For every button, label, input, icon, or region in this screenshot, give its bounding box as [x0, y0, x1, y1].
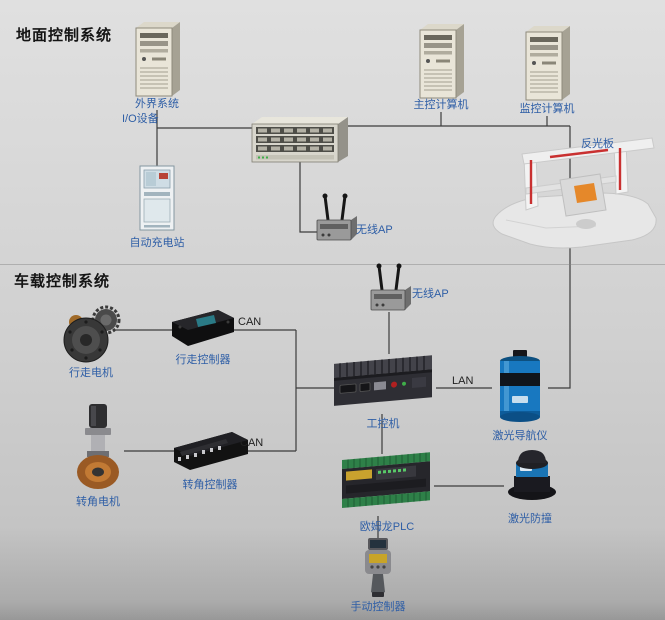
reflector-label: 反光板	[581, 138, 614, 150]
section-title-ground: 地面控制系统	[16, 27, 113, 44]
external-system-computer-icon	[128, 20, 186, 98]
travel-motor-icon	[60, 302, 122, 364]
gantry-machine-reflector-icon	[486, 128, 664, 256]
laser-navigator-label: 激光导航仪	[492, 430, 548, 442]
monitor-computer-label: 监控计算机	[519, 103, 575, 115]
industrial-pc-icon	[330, 352, 436, 416]
industrial-pc-label: 工控机	[366, 418, 400, 430]
external-system-label: 外界系统	[135, 98, 179, 110]
rack-io-device-icon	[248, 112, 352, 164]
steering-controller-label: 转角控制器	[182, 479, 238, 491]
wireless-ap-2-icon	[366, 260, 416, 314]
travel-controller-label: 行走控制器	[175, 354, 231, 366]
manual-controller-label: 手动控制器	[350, 601, 406, 613]
lan-label: LAN	[452, 375, 474, 387]
section-title-vehicle: 车载控制系统	[14, 273, 111, 290]
steering-motor-icon	[72, 402, 124, 492]
travel-controller-icon	[170, 306, 236, 350]
charging-station-icon	[133, 164, 181, 234]
laser-navigator-icon	[492, 348, 548, 428]
wireless-ap-1-icon	[312, 190, 362, 244]
omron-plc-icon	[340, 450, 434, 518]
io-device-label: I/O设备	[122, 113, 159, 125]
main-computer-icon	[412, 22, 470, 100]
main-computer-label: 主控计算机	[413, 99, 469, 111]
laser-anticollision-icon	[504, 448, 560, 508]
can-label-1: CAN	[238, 316, 262, 328]
omron-plc-label: 欧姆龙PLC	[359, 521, 415, 533]
can-label-2: CAN	[240, 437, 264, 449]
steering-controller-icon	[172, 428, 250, 474]
travel-motor-label: 行走电机	[69, 367, 113, 379]
charging-station-label: 自动充电站	[129, 237, 185, 249]
manual-controller-icon	[356, 536, 400, 600]
wireless-ap-2-label: 无线AP	[412, 288, 449, 300]
steering-motor-label: 转角电机	[76, 496, 120, 508]
section-divider	[0, 264, 665, 265]
monitor-computer-icon	[518, 24, 576, 102]
laser-anticollision-label: 激光防撞	[508, 513, 552, 525]
wireless-ap-1-label: 无线AP	[356, 224, 393, 236]
